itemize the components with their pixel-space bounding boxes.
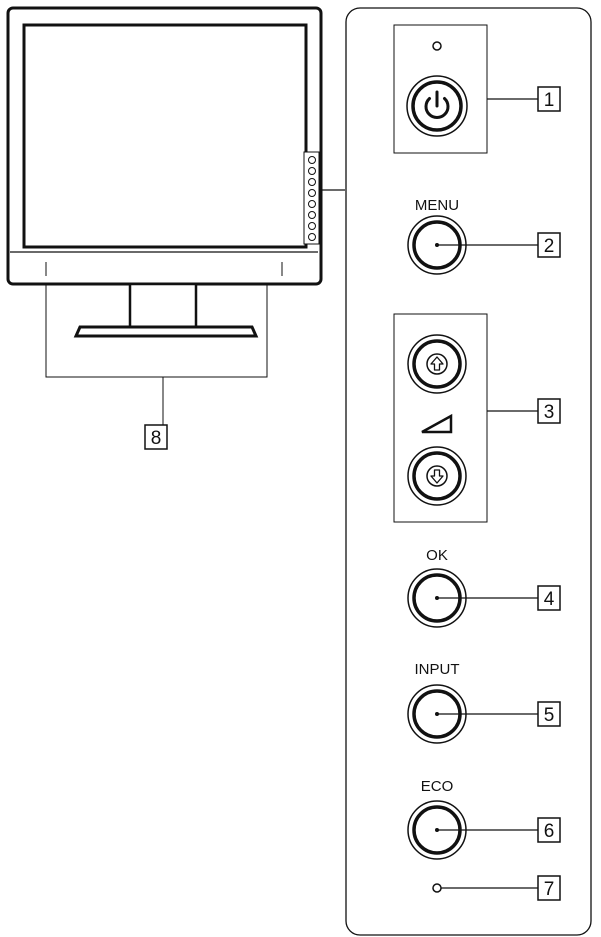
callout-4: 4	[537, 585, 561, 611]
arrow-up-icon	[430, 356, 444, 371]
callout-6: 6	[537, 817, 561, 843]
monitor	[6, 6, 345, 286]
volume-ramp-icon	[421, 413, 453, 434]
callout-7: 7	[537, 875, 561, 901]
callout-4-number: 4	[544, 589, 555, 610]
power-section	[393, 24, 538, 154]
power-indicator-icon	[432, 41, 442, 51]
callout-3: 3	[537, 398, 561, 424]
indicator-lamp-icon	[432, 883, 442, 893]
up-button[interactable]	[407, 334, 467, 394]
down-button[interactable]	[407, 446, 467, 506]
arrow-down-icon	[430, 469, 444, 484]
menu-label: MENU	[415, 197, 459, 214]
callout-5-number: 5	[544, 705, 555, 726]
eco-label: ECO	[421, 778, 454, 795]
ok-label: OK	[426, 547, 448, 564]
callout-1-number: 1	[544, 90, 555, 111]
callout-8-number: 8	[151, 428, 162, 449]
callout-1: 1	[537, 86, 561, 112]
callout-8: 8	[144, 424, 168, 450]
callout-7-number: 7	[544, 879, 555, 900]
power-icon	[424, 90, 450, 120]
callout-3-number: 3	[544, 402, 555, 423]
callout-5: 5	[537, 701, 561, 727]
callout-2-number: 2	[544, 236, 555, 257]
callout-6-number: 6	[544, 821, 555, 842]
power-button[interactable]	[406, 75, 468, 137]
input-label: INPUT	[415, 661, 460, 678]
side-buttons	[308, 156, 316, 241]
arrow-section	[393, 313, 538, 523]
callout-2: 2	[537, 232, 561, 258]
monitor-stand	[45, 282, 268, 425]
